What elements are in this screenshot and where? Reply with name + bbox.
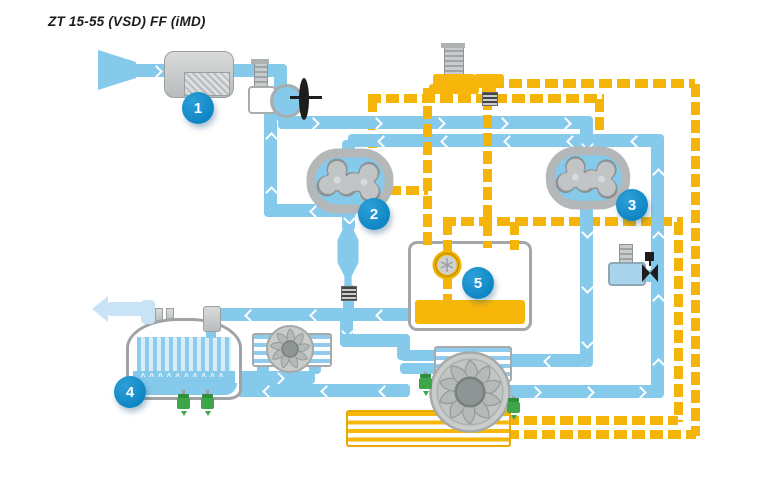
oil-check-valve-body bbox=[474, 74, 504, 85]
oil-level bbox=[415, 300, 525, 324]
oil-relief-valve-base bbox=[429, 84, 479, 94]
unloader-bolt-cap bbox=[251, 59, 269, 64]
oil-pipe-tee-drop bbox=[483, 97, 492, 248]
compression-element-left bbox=[306, 148, 394, 214]
oil-pipe-cooler-a bbox=[506, 416, 678, 425]
dryer-inlet-elbow bbox=[206, 326, 216, 338]
regen-cooler-fan bbox=[266, 325, 314, 373]
dryer-band: ^^^^^^^^^^ bbox=[133, 371, 235, 383]
badge-dryer: 4 bbox=[114, 376, 146, 408]
air-pipe-cooler-stub-b bbox=[400, 363, 438, 374]
pulsation-damper bbox=[337, 224, 359, 286]
air-pipe-regen-return bbox=[236, 384, 410, 398]
dryer-inlet-fitting bbox=[203, 306, 221, 332]
main-cooling-fan bbox=[429, 351, 511, 433]
oil-pipe-return bbox=[443, 217, 683, 226]
vent-valve-icon bbox=[642, 264, 658, 282]
vent-valve-pilot-stem bbox=[648, 261, 651, 266]
badge-compression-element-right: 3 bbox=[616, 189, 648, 221]
diagram-title: ZT 15-55 (VSD) FF (iMD) bbox=[48, 14, 206, 29]
oil-pipe-tank-entry bbox=[510, 222, 519, 250]
oil-pipe-top bbox=[437, 79, 695, 88]
air-pipe-to-intercooler bbox=[506, 354, 584, 368]
badge-air-filter: 1 bbox=[182, 92, 214, 124]
oil-check-valve-stem bbox=[482, 85, 496, 92]
oil-filter bbox=[432, 250, 462, 280]
condensate-drain-2 bbox=[201, 394, 214, 416]
condensate-drain-3 bbox=[419, 374, 432, 396]
oil-pipe-right-outer bbox=[674, 222, 683, 422]
air-pipe-to-dryer bbox=[214, 308, 410, 322]
condensate-drain-1 bbox=[177, 394, 190, 416]
badge-oil-sump: 5 bbox=[462, 267, 494, 299]
air-pipe-branch-run bbox=[340, 334, 410, 347]
air-pipe-intercooler-out bbox=[506, 385, 664, 399]
inlet-valve-disc bbox=[299, 78, 309, 120]
dryer-fins bbox=[137, 337, 231, 371]
vent-valve-pilot bbox=[645, 252, 654, 261]
oil-pipe-to-element-right bbox=[595, 99, 604, 157]
oil-pipe-valve-drop bbox=[423, 88, 432, 248]
condensate-drain-4 bbox=[507, 398, 520, 420]
badge-compression-element-left: 2 bbox=[358, 198, 390, 230]
oil-sump-tank bbox=[408, 241, 532, 331]
oil-pipe-cooler-b bbox=[506, 430, 696, 439]
air-pipe-unloader-riser bbox=[264, 108, 278, 216]
air-pipe-cooler-stub-a bbox=[400, 350, 438, 361]
dryer-vessel: ^^^^^^^^^^ bbox=[126, 318, 242, 400]
air-pipe-dryer-regen-out bbox=[233, 371, 315, 385]
vent-valve-body bbox=[608, 262, 646, 286]
oil-pipe-right-edge bbox=[691, 84, 700, 436]
air-pipe-main-feed bbox=[278, 116, 593, 130]
air-intake-funnel bbox=[98, 50, 136, 90]
air-pipe-element-right-out bbox=[580, 202, 594, 367]
compression-element-right bbox=[545, 146, 631, 210]
damper-spring bbox=[341, 286, 357, 301]
oil-check-valve-spring bbox=[482, 92, 498, 106]
air-outlet-run bbox=[107, 302, 149, 316]
oil-pipe-filter-out bbox=[443, 276, 452, 302]
air-outlet-arrow bbox=[92, 296, 108, 322]
dryer-lower bbox=[131, 383, 237, 395]
oil-pipe-element-left-drain bbox=[388, 186, 428, 195]
oil-relief-valve-cap bbox=[441, 43, 465, 48]
oil-pipe-filter-drop bbox=[443, 222, 452, 254]
